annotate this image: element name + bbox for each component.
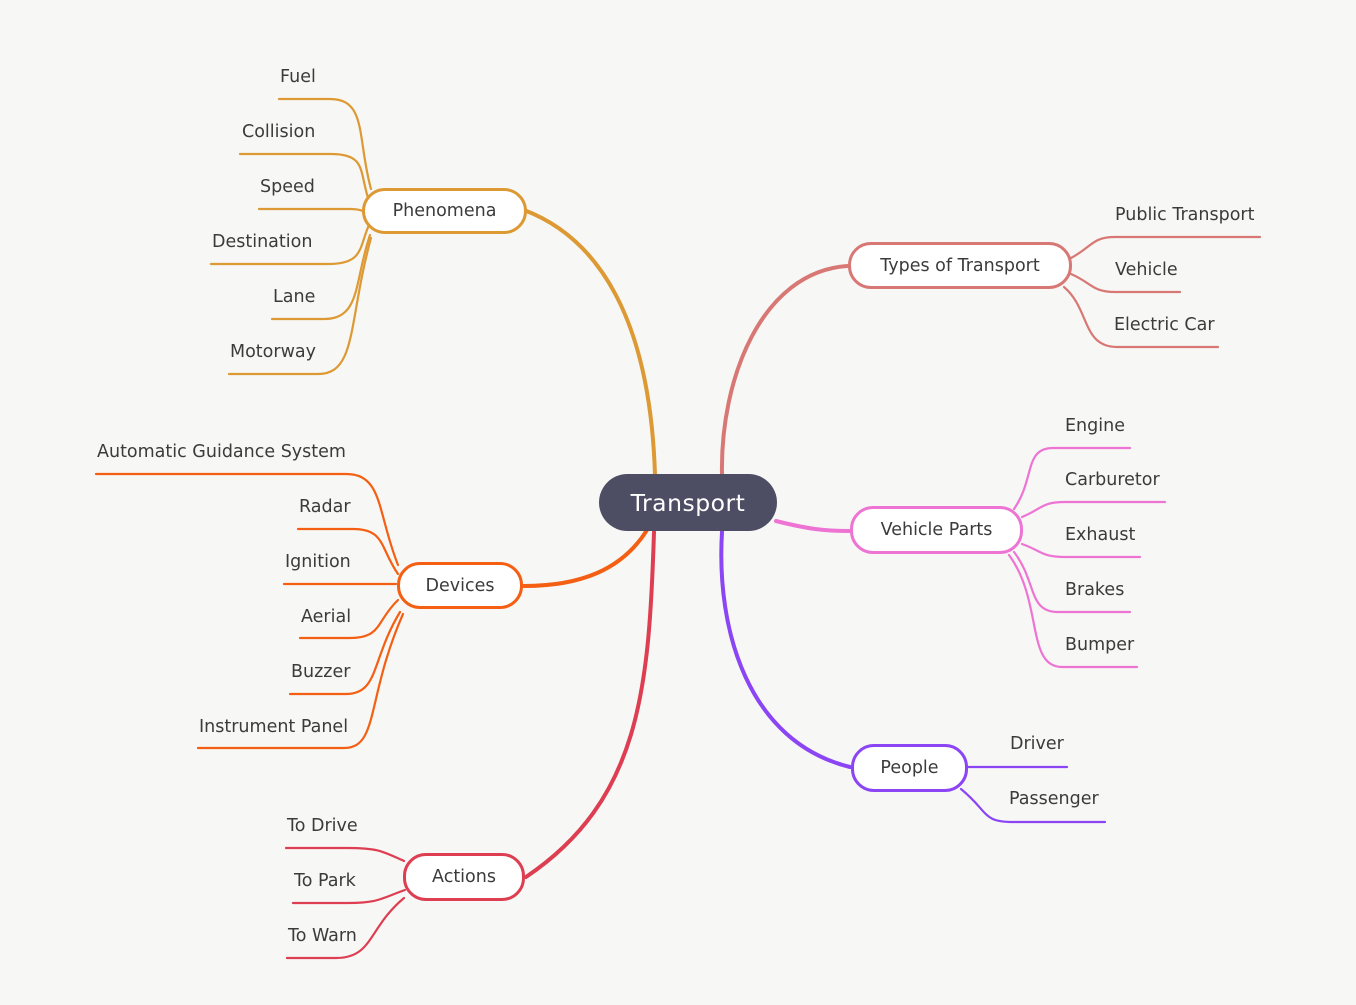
leaf-label-lane[interactable]: Lane — [273, 287, 316, 307]
branch-node-people[interactable]: People — [851, 744, 968, 792]
types-of-transport-lines — [719, 235, 1262, 477]
leaf-line-carburetor — [1020, 500, 1167, 519]
leaf-line-aerial — [298, 598, 400, 640]
leaf-label-instrument-panel[interactable]: Instrument Panel — [199, 717, 349, 737]
leaf-label-to-warn[interactable]: To Warn — [288, 926, 357, 946]
devices-lines — [94, 472, 649, 750]
phenomena-lines — [209, 97, 657, 477]
branch-node-types-of-transport[interactable]: Types of Transport — [848, 242, 1072, 289]
leaf-line-public-transport — [1069, 235, 1262, 260]
leaf-label-aerial[interactable]: Aerial — [301, 607, 352, 627]
leaf-line-buzzer — [288, 610, 402, 696]
leaf-label-passenger[interactable]: Passenger — [1009, 789, 1099, 809]
branch-connector-devices — [522, 528, 649, 588]
branch-connector-actions — [524, 530, 656, 879]
leaf-label-public-transport[interactable]: Public Transport — [1115, 205, 1255, 225]
leaf-line-speed — [257, 207, 365, 213]
branch-node-actions[interactable]: Actions — [403, 853, 525, 901]
leaf-line-passenger — [959, 787, 1107, 824]
leaf-label-motorway[interactable]: Motorway — [230, 342, 316, 362]
leaf-line-engine — [1012, 446, 1132, 511]
leaf-line-bumper — [1007, 553, 1139, 669]
leaf-line-to-park — [291, 888, 407, 905]
leaf-line-lane — [270, 233, 372, 321]
leaf-line-fuel — [277, 97, 373, 191]
leaf-label-exhaust[interactable]: Exhaust — [1065, 525, 1136, 545]
branch-node-phenomena[interactable]: Phenomena — [362, 188, 527, 234]
leaf-line-exhaust — [1020, 542, 1142, 559]
leaf-line-vehicle — [1069, 272, 1182, 294]
leaf-line-motorway — [227, 236, 373, 376]
leaf-line-radar — [296, 527, 400, 576]
branch-node-devices[interactable]: Devices — [397, 562, 523, 609]
leaf-label-fuel[interactable]: Fuel — [280, 67, 316, 87]
leaf-label-carburetor[interactable]: Carburetor — [1065, 470, 1160, 490]
leaf-label-automatic-guidance-system[interactable]: Automatic Guidance System — [97, 442, 346, 462]
leaf-line-instrument-panel — [196, 612, 405, 750]
leaf-label-buzzer[interactable]: Buzzer — [291, 662, 351, 682]
leaf-label-collision[interactable]: Collision — [242, 122, 316, 142]
branch-connector-vehicle-parts — [774, 519, 851, 533]
leaf-label-speed[interactable]: Speed — [260, 177, 315, 197]
leaf-label-radar[interactable]: Radar — [299, 497, 351, 517]
leaf-label-brakes[interactable]: Brakes — [1065, 580, 1125, 600]
leaf-line-to-drive — [284, 846, 406, 863]
leaf-label-to-park[interactable]: To Park — [294, 871, 356, 891]
people-lines — [719, 530, 1107, 824]
leaf-label-driver[interactable]: Driver — [1010, 734, 1064, 754]
leaf-line-electric-car — [1062, 285, 1220, 349]
branch-connector-people — [719, 530, 852, 769]
leaf-line-destination — [209, 223, 371, 266]
leaf-line-automatic-guidance-system — [94, 472, 400, 567]
branch-connector-types-of-transport — [719, 264, 849, 477]
vehicle-parts-lines — [774, 446, 1167, 669]
leaf-label-engine[interactable]: Engine — [1065, 416, 1125, 436]
leaf-line-brakes — [1012, 550, 1132, 614]
leaf-line-to-warn — [285, 896, 406, 960]
leaf-label-vehicle[interactable]: Vehicle — [1115, 260, 1178, 280]
branch-connector-phenomena — [522, 208, 657, 477]
leaf-line-collision — [238, 152, 371, 203]
leaf-label-to-drive[interactable]: To Drive — [287, 816, 358, 836]
leaf-label-electric-car[interactable]: Electric Car — [1114, 315, 1215, 335]
branch-node-vehicle-parts[interactable]: Vehicle Parts — [850, 506, 1023, 554]
leaf-label-destination[interactable]: Destination — [212, 232, 313, 252]
central-node-transport[interactable]: Transport — [599, 474, 777, 531]
leaf-label-ignition[interactable]: Ignition — [285, 552, 351, 572]
actions-lines — [284, 530, 656, 960]
leaf-label-bumper[interactable]: Bumper — [1065, 635, 1135, 655]
